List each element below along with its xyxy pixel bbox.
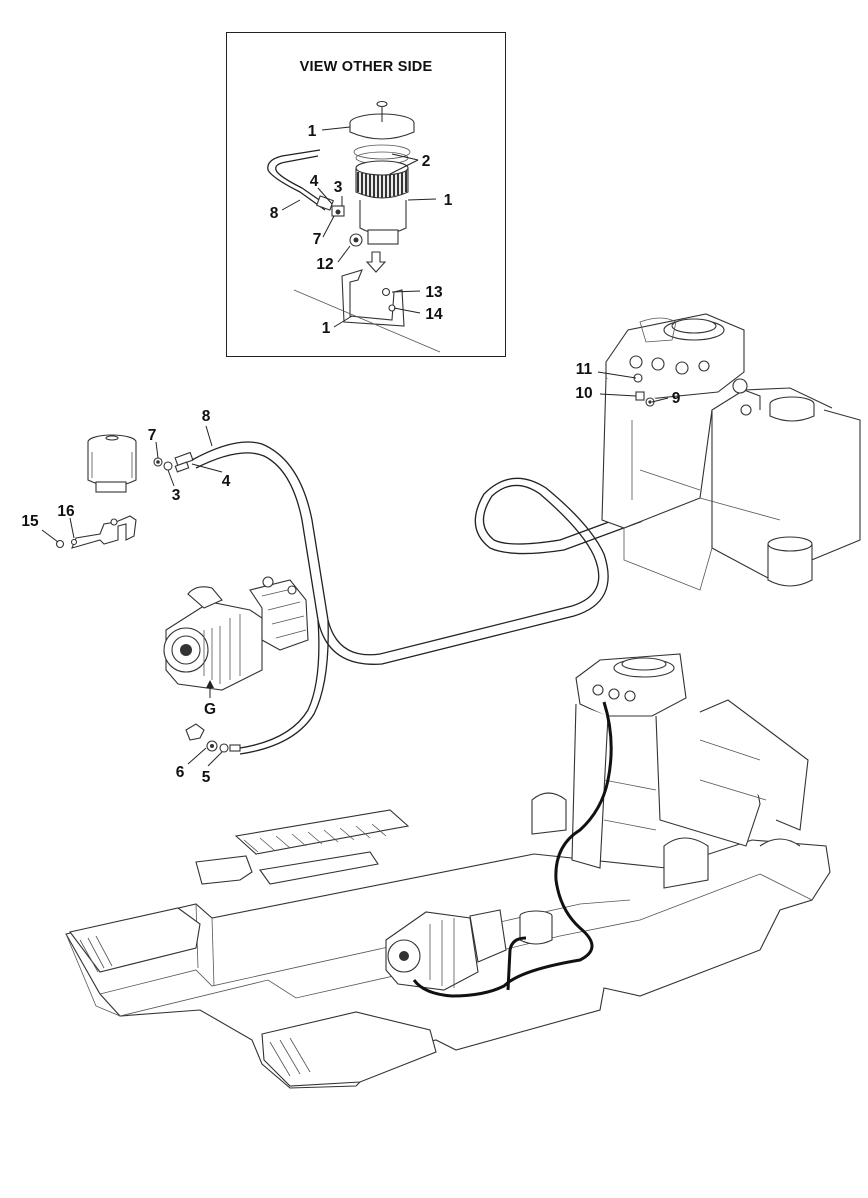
leader-lines [41,371,669,767]
inset-callout-3: 3 [334,179,343,196]
callout-6: 6 [176,764,185,781]
mounting-bracket [55,515,137,549]
callout-8: 8 [202,408,211,425]
callout-7: 7 [148,427,157,444]
inset-callout-1-bottom: 1 [322,320,331,337]
machine-chassis [65,653,831,1089]
callout-10: 10 [575,385,592,402]
callout-11: 11 [576,361,593,378]
callout-16: 16 [57,503,75,520]
inset-frame: VIEW OTHER SIDE [226,32,506,357]
callout-15: 15 [21,513,39,530]
inset-callout-7: 7 [313,231,322,248]
pump-fittings [185,723,241,753]
hydraulic-pump [163,576,309,691]
inset-view-other-side [267,100,441,353]
reservoir-assembly [87,434,194,493]
inset-title: VIEW OTHER SIDE [299,59,433,75]
callout-5: 5 [202,769,211,786]
hydraulic-tank-upper [601,313,861,591]
inset-callout-1-right: 1 [444,192,453,209]
arrow-g [206,680,214,698]
inset-callout-14: 14 [425,306,443,323]
filter-pleats [356,171,408,198]
callout-4: 4 [222,473,231,490]
inset-callout-13: 13 [425,284,443,301]
inset-callout-8: 8 [270,205,279,222]
inset-callout-4: 4 [310,173,319,190]
inset-callout-1-top: 1 [308,123,317,140]
callout-3: 3 [172,487,181,504]
callout-9: 9 [672,390,681,407]
inset-callout-12: 12 [316,256,333,273]
inset-callout-2: 2 [422,153,431,170]
hose-lines [191,410,657,755]
callout-g: G [204,701,216,718]
